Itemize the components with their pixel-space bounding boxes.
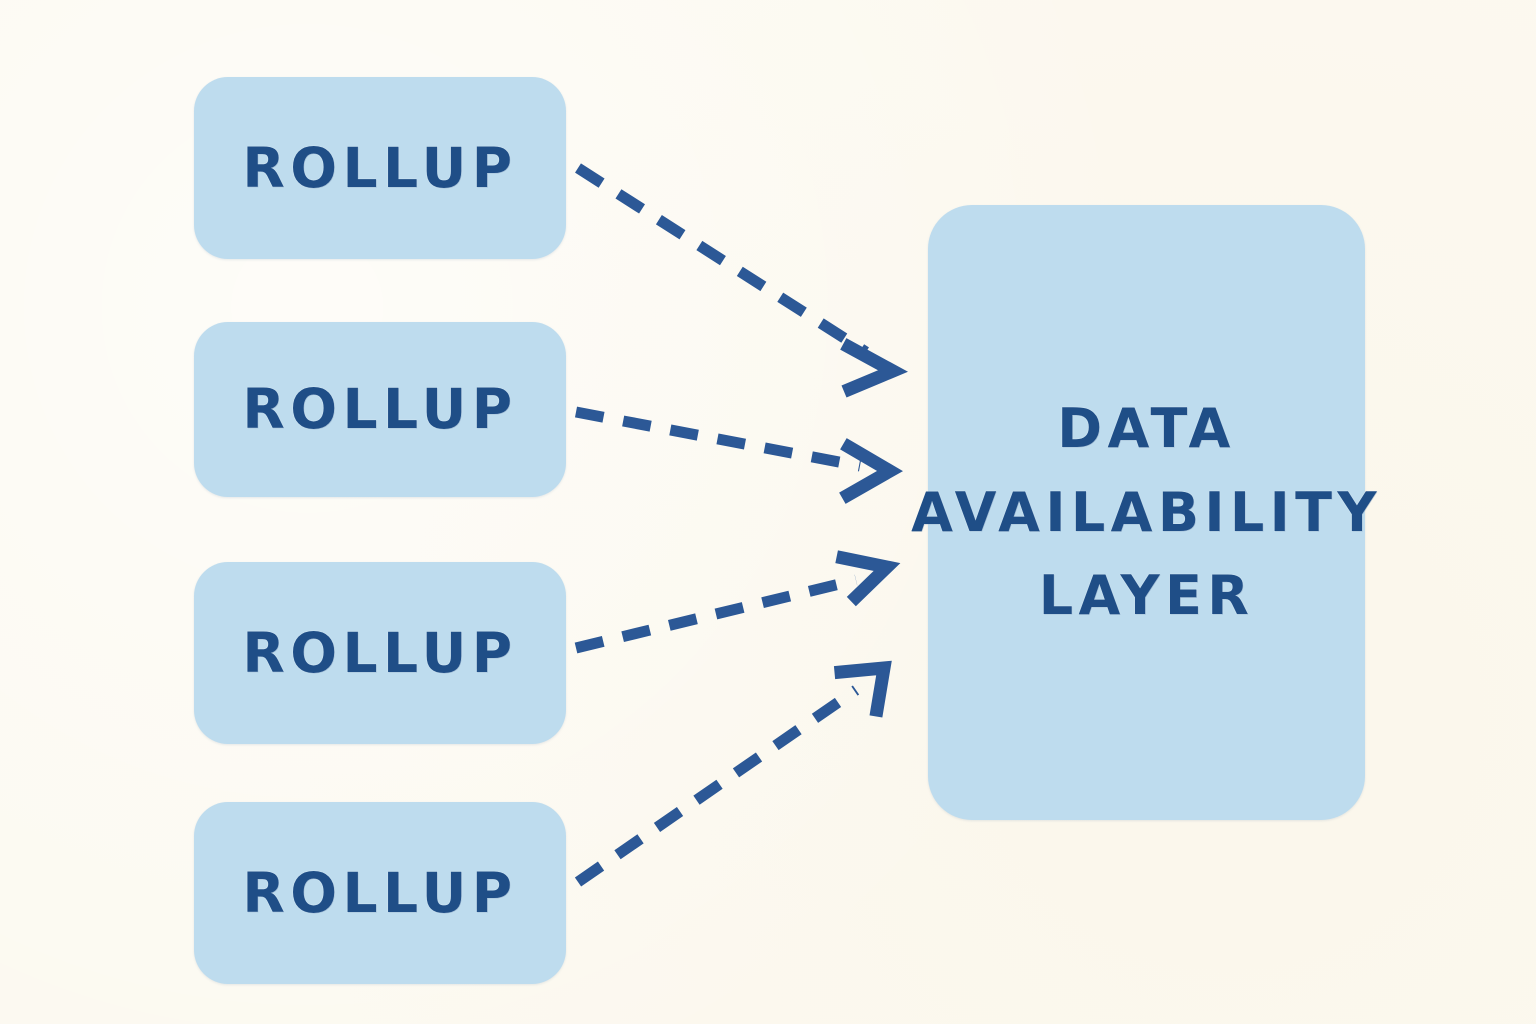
connector-arrow-2 bbox=[574, 406, 903, 504]
rollup-node-3[interactable]: ROLLUP bbox=[194, 562, 566, 744]
rollup-node-1[interactable]: ROLLUP bbox=[194, 77, 566, 259]
connector-arrow-4 bbox=[574, 660, 892, 887]
rollup-node-4-label: ROLLUP bbox=[242, 860, 518, 925]
connector-arrow-1 bbox=[575, 163, 908, 398]
da-line-3: LAYER bbox=[1038, 564, 1255, 628]
rollup-node-2-label: ROLLUP bbox=[242, 377, 518, 442]
rollup-node-3-label: ROLLUP bbox=[242, 620, 518, 685]
rollup-node-1-label: ROLLUP bbox=[242, 135, 518, 200]
da-line-1: DATA bbox=[1057, 396, 1236, 460]
rollup-node-2[interactable]: ROLLUP bbox=[194, 322, 566, 497]
connector-arrow-3 bbox=[574, 550, 901, 654]
da-line-2: AVAILABILITY bbox=[911, 480, 1382, 544]
data-availability-layer-label: DATA AVAILABILITY LAYER bbox=[897, 387, 1396, 638]
rollup-node-4[interactable]: ROLLUP bbox=[194, 802, 566, 984]
data-availability-layer-node[interactable]: DATA AVAILABILITY LAYER bbox=[911, 205, 1377, 820]
